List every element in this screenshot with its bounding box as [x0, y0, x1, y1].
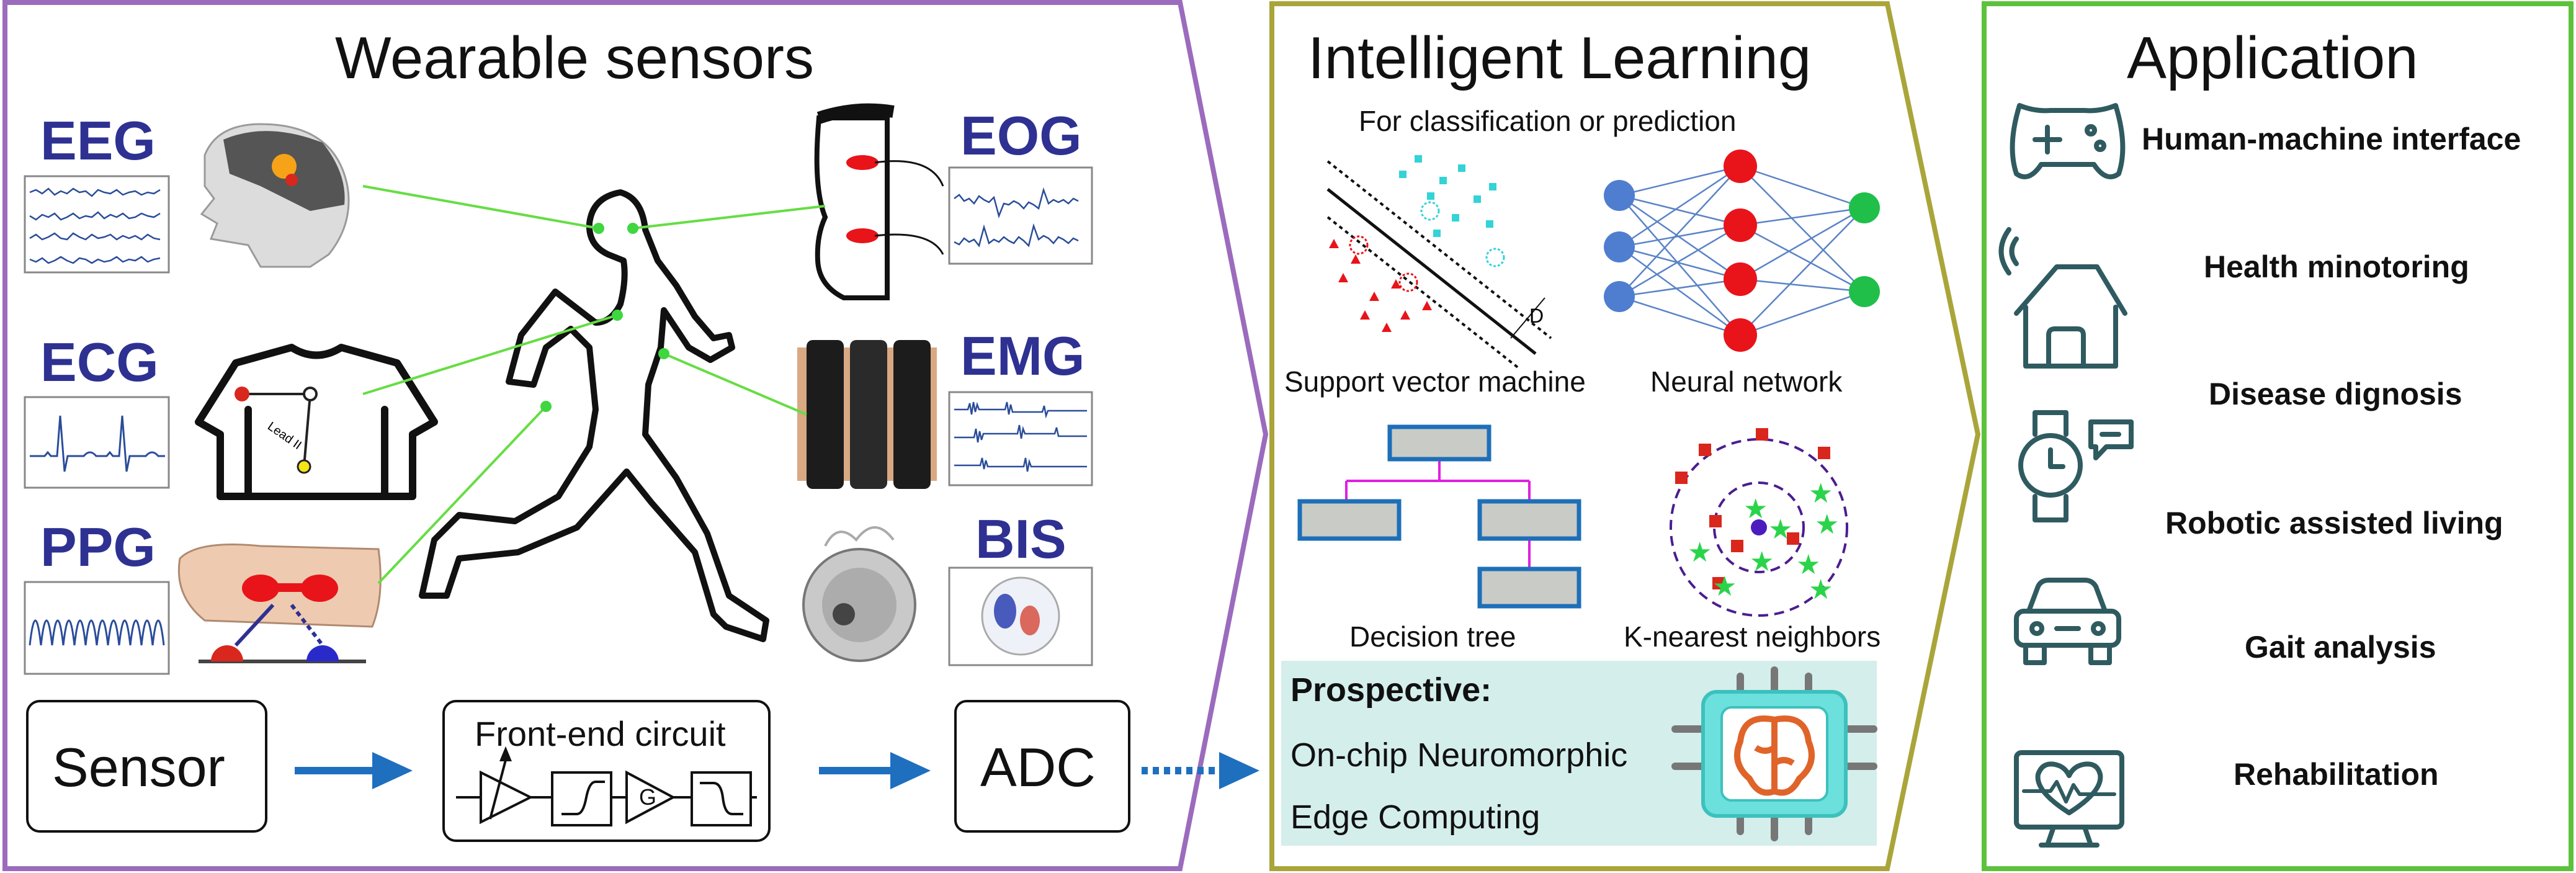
- sensors-title: Wearable sensors: [335, 25, 814, 91]
- application-item-0: Human-machine interface: [2142, 122, 2521, 156]
- smart-home-icon: [1998, 227, 2127, 369]
- sensors-panel-border: [2, 0, 1269, 871]
- application-item-3: Robotic assisted living: [2165, 506, 2503, 540]
- emg-label: EMG: [960, 325, 1085, 387]
- heart-monitor-icon: [2014, 750, 2124, 848]
- bis-tomography-image: [802, 526, 916, 662]
- smartwatch-icon: [2018, 410, 2134, 522]
- emg-waveform: [948, 391, 1093, 486]
- sensor-links: [362, 185, 826, 584]
- eeg-head-image: [200, 123, 350, 268]
- svg-text:★: ★: [1743, 493, 1768, 525]
- application-title: Application: [2127, 25, 2418, 91]
- prospective-heading: Prospective:: [1290, 671, 1492, 709]
- adc-box-label: ADC: [980, 736, 1096, 798]
- bis-map-image: [948, 566, 1093, 666]
- nn-diagram: [1604, 150, 1880, 352]
- adc-box: [954, 700, 1130, 833]
- runner-silhouette-image: [419, 189, 769, 642]
- gain-label: G: [639, 784, 657, 810]
- ppg-waveform: [24, 581, 170, 675]
- svg-text:★: ★: [1796, 549, 1820, 581]
- svg-text:★: ★: [1768, 514, 1792, 545]
- sensor-box: [26, 700, 267, 833]
- learning-subtitle: For classification or prediction: [1359, 105, 1737, 137]
- prospective-line-2: Edge Computing: [1290, 799, 1541, 836]
- svg-text:★: ★: [1809, 574, 1833, 606]
- sensor-points: [540, 223, 669, 412]
- decision-tree-diagram: [1297, 424, 1581, 609]
- prospective-line-1: On-chip Neuromorphic: [1290, 736, 1628, 774]
- application-panel-border: [1982, 1, 2574, 871]
- svm-label: Support vector machine: [1284, 365, 1586, 398]
- svm-margin-label: D: [1529, 305, 1544, 327]
- front-end-box: [442, 700, 771, 842]
- svg-text:★: ★: [1815, 509, 1839, 540]
- ecg-label: ECG: [40, 331, 159, 393]
- emg-armband-image: [797, 340, 937, 489]
- application-item-1: Health minotoring: [2204, 249, 2469, 284]
- application-item-5: Rehabilitation: [2234, 757, 2439, 792]
- ecg-waveform: [24, 396, 170, 489]
- pipeline-arrows: [295, 752, 1259, 789]
- svg-text:★: ★: [1809, 478, 1833, 509]
- eeg-waveform: [24, 175, 170, 274]
- front-end-circuit-label: Front-end circuit: [475, 714, 726, 753]
- neuromorphic-chip-icon: [1671, 666, 1877, 841]
- application-item-2: Disease dignosis: [2209, 377, 2462, 411]
- learning-panel-border: [1269, 1, 1981, 871]
- front-end-circuit-symbols: [456, 746, 757, 826]
- eog-waveform: [948, 166, 1093, 265]
- ecg-shirt-image: Lead II: [195, 344, 438, 500]
- application-item-4: Gait analysis: [2245, 630, 2436, 665]
- sensor-box-label: Sensor: [52, 736, 225, 798]
- ppg-label: PPG: [40, 516, 156, 578]
- svg-text:★: ★: [1688, 537, 1712, 568]
- eog-label: EOG: [960, 105, 1082, 166]
- eog-face-image: [814, 103, 944, 300]
- eeg-label: EEG: [40, 110, 156, 171]
- nn-label: Neural network: [1650, 365, 1843, 398]
- gamepad-icon: [2010, 103, 2126, 179]
- bis-label: BIS: [975, 508, 1067, 570]
- svg-text:★: ★: [1750, 546, 1774, 578]
- ppg-finger-image: [177, 544, 382, 663]
- learning-title: Intelligent Learning: [1308, 25, 1812, 91]
- knn-diagram: ★★★★ ★★★★ ★: [1670, 428, 1848, 617]
- dt-label: Decision tree: [1349, 620, 1516, 653]
- svg-text:★: ★: [1712, 571, 1737, 602]
- svm-diagram: D: [1326, 155, 1552, 370]
- car-icon: [2014, 578, 2121, 665]
- knn-label: K-nearest neighbors: [1624, 620, 1881, 653]
